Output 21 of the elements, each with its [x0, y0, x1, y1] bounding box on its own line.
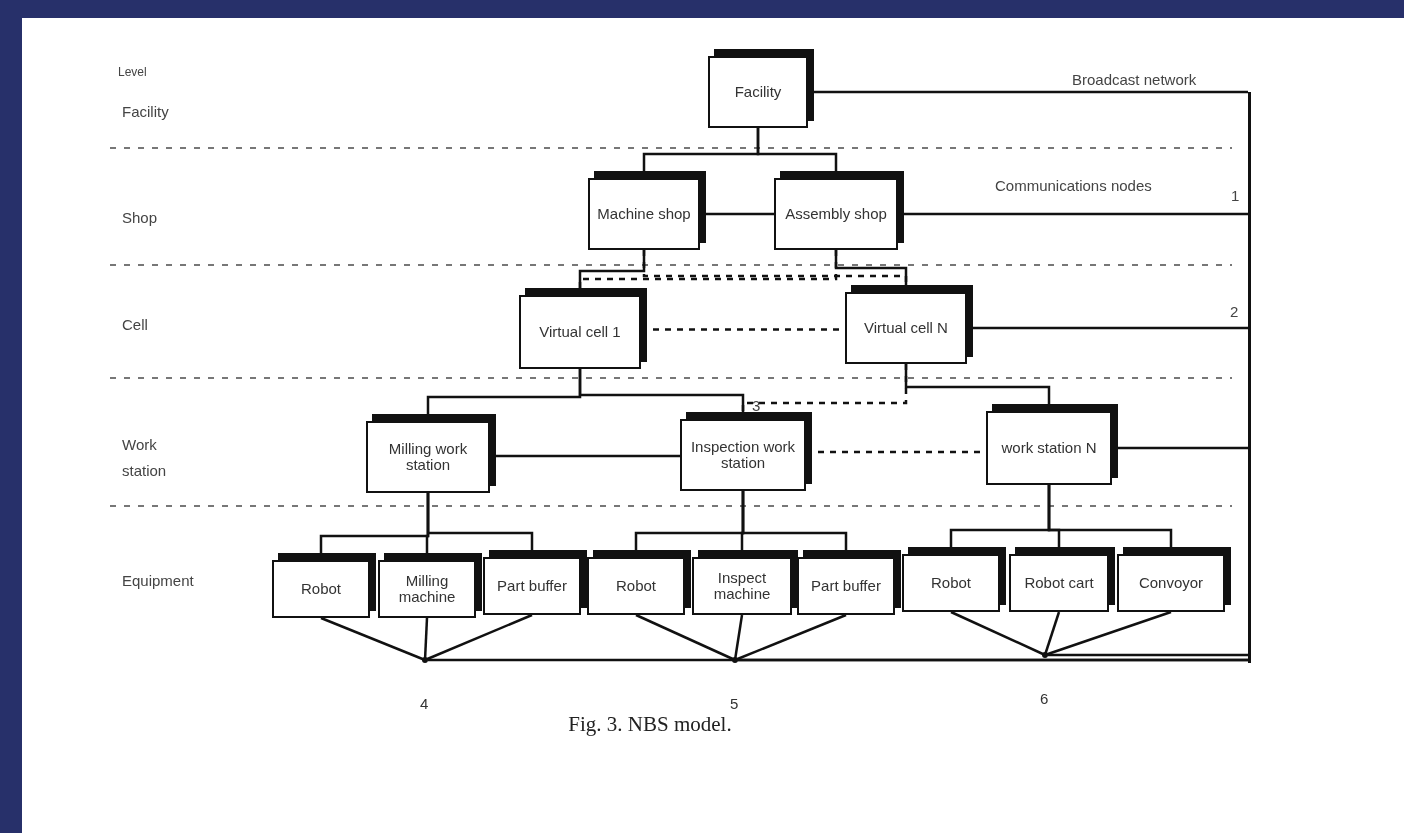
- text-label: Communications nodes: [995, 178, 1152, 195]
- text-label: Work station: [122, 435, 168, 481]
- text-label: 3: [752, 398, 761, 415]
- node-number: 6: [1040, 690, 1049, 707]
- text-label: 2: [1230, 304, 1239, 321]
- text-label: Cell: [122, 317, 148, 334]
- text-label: Facility: [122, 104, 169, 121]
- text-label: 1: [1231, 188, 1240, 205]
- junction-point: [1042, 652, 1048, 658]
- text-label: Shop: [122, 210, 158, 227]
- text-label: Equipment: [122, 573, 194, 590]
- text-label: Broadcast network: [1072, 72, 1197, 89]
- junction-point: [732, 657, 738, 663]
- node-number: 4: [420, 695, 429, 712]
- junction-point: [422, 657, 428, 663]
- connector-line: [738, 658, 1248, 662]
- text-label: Level: [118, 66, 147, 80]
- network-bus: [1248, 92, 1251, 663]
- connector-line: [1048, 653, 1248, 657]
- figure-caption: Fig. 3. NBS model.: [567, 712, 733, 737]
- node-number: 5: [730, 695, 739, 712]
